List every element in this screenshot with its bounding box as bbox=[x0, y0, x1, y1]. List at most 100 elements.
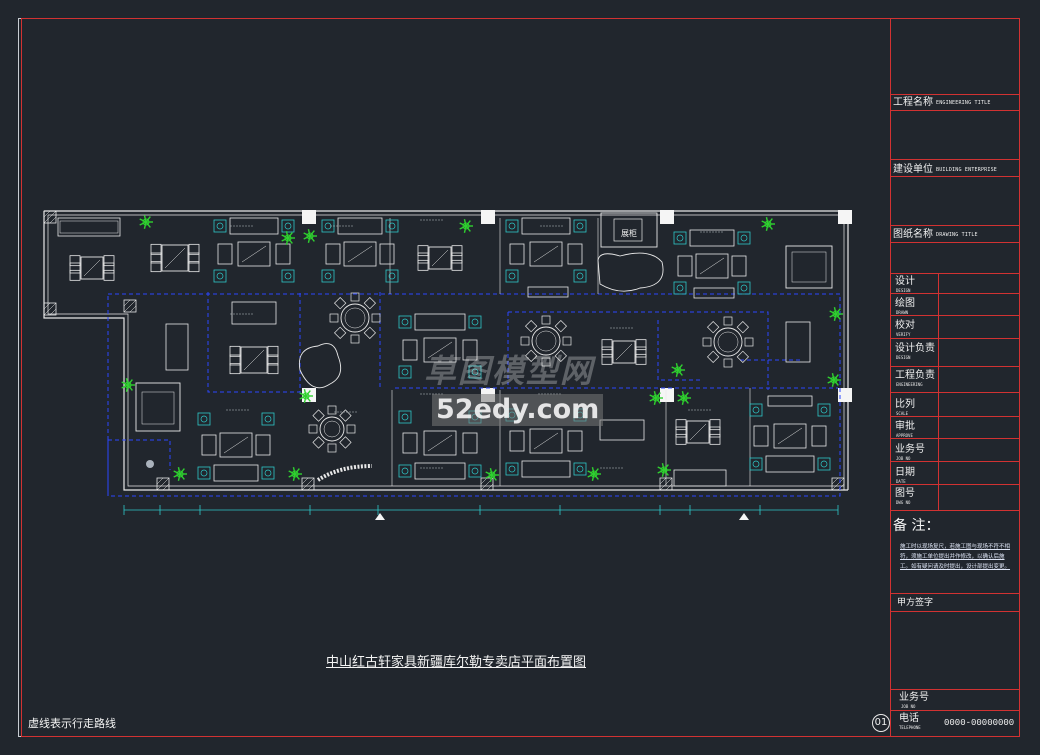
column bbox=[838, 210, 852, 224]
sofa bbox=[414, 462, 466, 480]
armchair bbox=[325, 243, 341, 265]
bench bbox=[673, 469, 727, 487]
lamp bbox=[284, 222, 292, 230]
lamp bbox=[820, 460, 828, 468]
dining-chair bbox=[635, 353, 647, 365]
dining-chair bbox=[267, 345, 279, 357]
coffee-table bbox=[423, 337, 457, 363]
plant-leaf bbox=[288, 470, 296, 475]
plant-pot bbox=[680, 394, 688, 402]
round-chair bbox=[702, 337, 712, 347]
armchair bbox=[255, 434, 271, 456]
dining-chair bbox=[103, 269, 115, 281]
drawing-title: 中山红古轩家具新疆库尔勒专卖店平面布置图 bbox=[326, 655, 587, 670]
dining-chair bbox=[675, 426, 687, 438]
plant-pot bbox=[462, 222, 470, 230]
plant-pot bbox=[652, 394, 660, 402]
side-table bbox=[505, 462, 519, 476]
coffee-table bbox=[773, 423, 807, 449]
plant-pot bbox=[674, 366, 682, 374]
armchair bbox=[567, 430, 583, 452]
dining-table bbox=[240, 346, 268, 374]
sofa bbox=[337, 217, 383, 235]
round-chair bbox=[308, 424, 318, 434]
dining-chair bbox=[451, 259, 463, 271]
side-table bbox=[505, 269, 519, 283]
table-glass bbox=[164, 247, 186, 269]
dining-chair bbox=[675, 419, 687, 431]
plant-leaf bbox=[657, 469, 665, 474]
plant-pot bbox=[142, 218, 150, 226]
armchair bbox=[402, 432, 418, 454]
side-table bbox=[197, 412, 211, 426]
plant-leaf bbox=[459, 225, 467, 230]
lamp bbox=[820, 406, 828, 414]
dining-chair bbox=[229, 354, 241, 366]
cabinet bbox=[767, 395, 813, 407]
dining-table bbox=[161, 244, 189, 272]
plant-pot bbox=[284, 234, 292, 242]
side-table bbox=[673, 231, 687, 245]
side-table bbox=[398, 315, 412, 329]
armchair bbox=[402, 339, 418, 361]
sofa bbox=[765, 455, 815, 473]
coffee-table bbox=[529, 428, 563, 454]
side-table bbox=[573, 269, 587, 283]
table-glass bbox=[241, 245, 267, 263]
console-table bbox=[527, 286, 569, 298]
round-chair bbox=[736, 350, 750, 364]
side-table bbox=[505, 219, 519, 233]
dining-chair bbox=[188, 243, 200, 255]
plant-leaf bbox=[671, 366, 679, 371]
title-block-row-label: 审批 bbox=[895, 421, 915, 432]
plant-leaf bbox=[303, 232, 311, 237]
round-table-inner bbox=[344, 307, 366, 329]
watermark-text: 草图模型网 bbox=[424, 352, 595, 390]
side-table bbox=[737, 281, 751, 295]
round-table-inner bbox=[535, 330, 557, 352]
sofa bbox=[521, 460, 571, 478]
dining-chair bbox=[601, 346, 613, 358]
lamp bbox=[401, 467, 409, 475]
armchair bbox=[811, 425, 827, 447]
title-block-row-label-en: APPROVE bbox=[896, 433, 913, 438]
table-glass bbox=[427, 341, 453, 359]
plant-leaf bbox=[587, 473, 595, 478]
lamp bbox=[676, 234, 684, 242]
side-table bbox=[398, 464, 412, 478]
coffee-table bbox=[529, 241, 563, 267]
plant-leaf bbox=[671, 369, 679, 374]
curved-counter bbox=[597, 252, 664, 292]
lamp bbox=[740, 284, 748, 292]
dining-chair bbox=[150, 252, 162, 264]
sofa bbox=[689, 229, 735, 247]
plant-leaf bbox=[299, 392, 307, 397]
dining-chair bbox=[451, 252, 463, 264]
drawing-frame bbox=[21, 18, 1020, 737]
plant-leaf bbox=[677, 397, 685, 402]
side-table bbox=[573, 462, 587, 476]
dining-chair bbox=[69, 255, 81, 267]
lamp bbox=[471, 318, 479, 326]
column-hatch bbox=[43, 302, 57, 316]
plant-pot bbox=[488, 471, 496, 479]
title-block-row-label-en: JOB NO bbox=[896, 456, 911, 461]
display-cabinet-inner bbox=[613, 218, 643, 242]
armchair bbox=[462, 339, 478, 361]
round-chair bbox=[706, 320, 720, 334]
table-glass bbox=[615, 343, 633, 361]
table-glass bbox=[431, 249, 449, 267]
title-block-row-label-en: SCALE bbox=[896, 411, 909, 416]
table-glass bbox=[777, 427, 803, 445]
plant-pot bbox=[764, 220, 772, 228]
drawing-name-label-en: DRAWING TITLE bbox=[936, 232, 978, 238]
side-table bbox=[281, 219, 295, 233]
entrance-arrow bbox=[375, 513, 385, 520]
dining-table bbox=[80, 256, 104, 280]
plant-pot bbox=[830, 376, 838, 384]
cabinet bbox=[599, 419, 645, 441]
dining-chair bbox=[267, 363, 279, 375]
armchair bbox=[275, 243, 291, 265]
round-chair bbox=[554, 319, 568, 333]
round-chair bbox=[371, 313, 381, 323]
